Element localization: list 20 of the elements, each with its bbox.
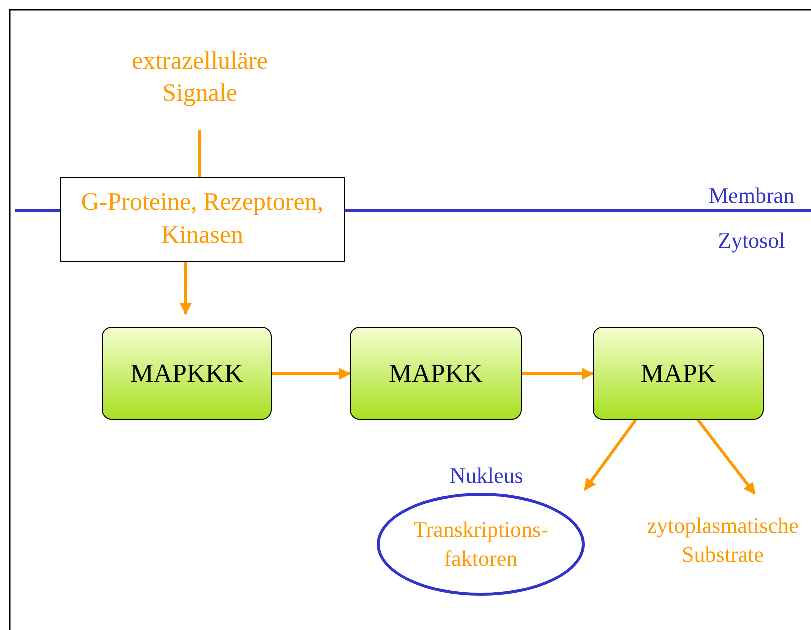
- compartment-label: Zytosol: [718, 228, 786, 254]
- arrow: [522, 368, 594, 380]
- arrow: [272, 368, 352, 380]
- substrate-text: zytoplasmatische Substrate: [636, 508, 810, 574]
- box-label: MAPKKK: [130, 358, 244, 390]
- arrow: [180, 262, 192, 316]
- arrow: [696, 419, 756, 495]
- box-label: G-Proteine, Rezeptoren, Kinasen: [80, 188, 325, 250]
- box-label: Transkriptions- faktoren: [412, 516, 550, 572]
- connector-line: [198, 130, 202, 177]
- kinase-box: [350, 327, 522, 420]
- process-box: [60, 177, 345, 262]
- box-label: MAPK: [640, 358, 716, 390]
- kinase-box: [593, 327, 764, 420]
- arrow: [584, 419, 638, 491]
- box-label: MAPKK: [389, 358, 483, 390]
- signal-text: extrazelluläre Signale: [100, 40, 300, 116]
- compartment-label: Nukleus: [449, 462, 524, 490]
- kinase-box: [102, 327, 272, 420]
- compartment-label: Membran: [709, 183, 795, 209]
